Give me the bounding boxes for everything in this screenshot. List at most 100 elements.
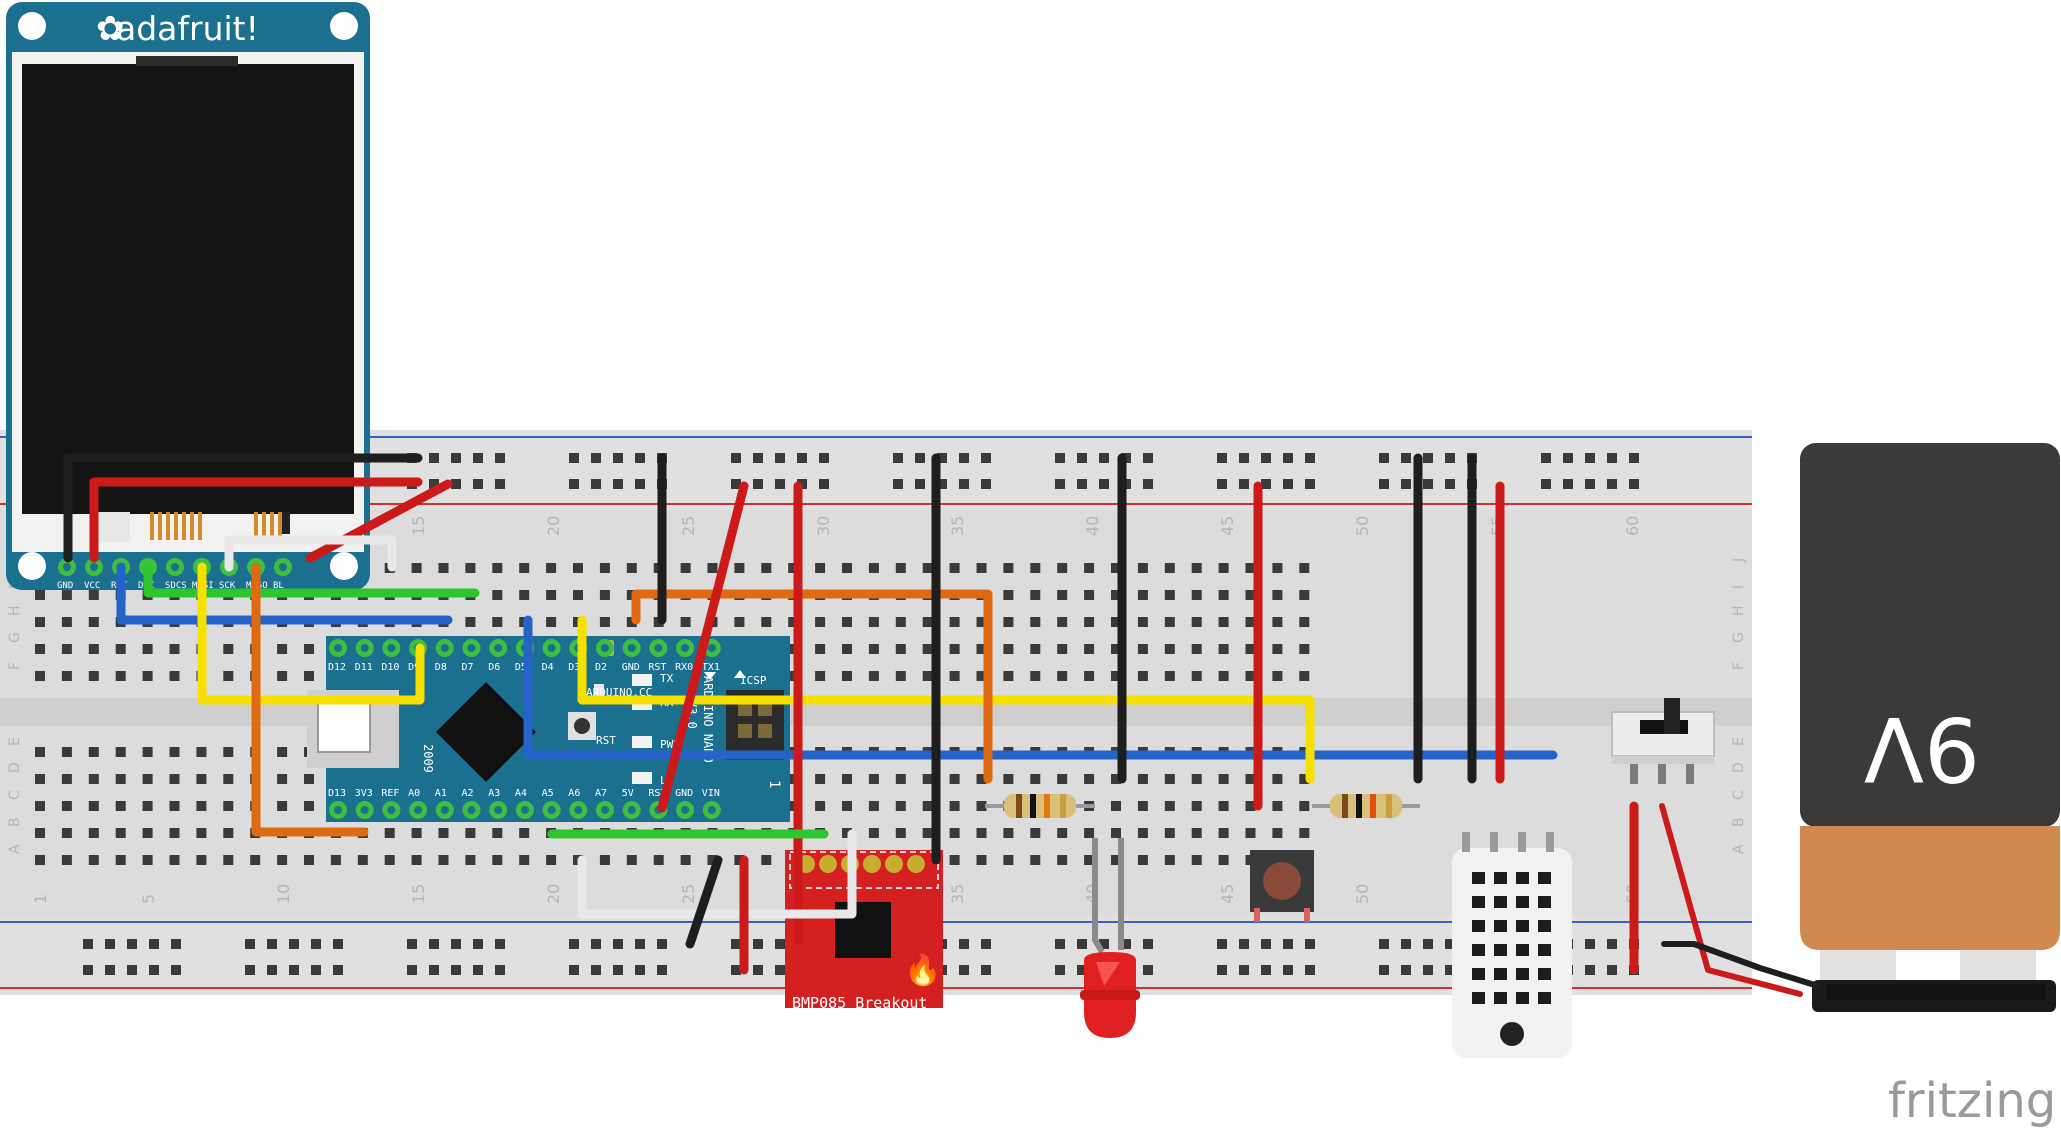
breadboard-hole (653, 855, 664, 865)
breadboard-hole (61, 747, 72, 757)
rail-hole (915, 453, 925, 463)
slide-switch (1611, 698, 1715, 784)
wire-black-battery (1661, 941, 1821, 989)
rail-hole (1379, 479, 1389, 489)
breadboard-hole (1111, 828, 1121, 838)
column-number: 45 (1218, 884, 1237, 904)
arduino-triangle-mark (704, 672, 716, 680)
column-number: 60 (1623, 516, 1642, 536)
breadboard-hole (680, 617, 691, 627)
rail-hole (429, 965, 439, 975)
breadboard-hole (1003, 855, 1014, 865)
breadboard-hole (546, 855, 557, 865)
arduino-top-pin-label: D12 (328, 662, 346, 673)
tft-pin-label: BL (273, 581, 284, 591)
arduino-top-pin-label: D6 (488, 662, 500, 673)
rail-hole (981, 965, 991, 975)
breadboard-hole (1272, 671, 1283, 681)
rail-hole (959, 479, 969, 489)
tft-screen-tab (136, 56, 238, 66)
breadboard-hole (1057, 563, 1068, 573)
wire-red-diag (657, 481, 749, 813)
breadboard-hole (1191, 828, 1202, 838)
rail-hole (1401, 939, 1411, 949)
rail-hole (1585, 939, 1595, 949)
rail-hole (495, 453, 505, 463)
arduino-top-pin-label: D7 (462, 662, 474, 673)
breadboard-hole (1191, 644, 1202, 654)
breadboard-hole (35, 801, 45, 811)
row-letter: A (7, 844, 23, 854)
breadboard-hole (1299, 828, 1310, 838)
breadboard-hole (1003, 671, 1014, 681)
battery-label: 9V (1864, 697, 1980, 800)
breadboard-hole (842, 671, 852, 681)
rail-hole (1563, 479, 1573, 489)
breadboard-hole (61, 774, 72, 784)
row-letter: I (1731, 585, 1747, 589)
rail-hole (1379, 939, 1389, 949)
arduino-bottom-pin-label: VIN (702, 788, 720, 799)
tft-pin-label: SCK (219, 581, 236, 591)
rail-hole (1099, 479, 1109, 489)
rail-hole (613, 479, 623, 489)
rail-hole (289, 939, 299, 949)
tft-mount-hole (18, 12, 46, 40)
breadboard-hole (788, 774, 799, 784)
breadboard-hole (842, 801, 852, 811)
column-number: 15 (409, 516, 428, 536)
breadboard-hole (788, 644, 799, 654)
rail-hole (1629, 479, 1639, 489)
breadboard-hole (115, 774, 126, 784)
rail-hole (1055, 479, 1065, 489)
tft-pin-label: VCC (84, 581, 100, 591)
rail-hole (407, 965, 417, 975)
row-letter: F (1731, 662, 1747, 670)
breadboard-hole (1191, 774, 1202, 784)
rail-hole (311, 939, 321, 949)
rail-hole (1563, 453, 1573, 463)
wire-black-lower (685, 855, 723, 949)
breadboard-hole (922, 617, 933, 627)
breadboard-hole (196, 774, 207, 784)
breadboard-hole (304, 855, 314, 865)
row-letter: C (7, 790, 23, 800)
breadboard-hole (1218, 774, 1229, 784)
breadboard-hole (1218, 828, 1229, 838)
rail-hole (1143, 453, 1153, 463)
breadboard-hole (922, 671, 933, 681)
wire-white-miso (224, 535, 397, 572)
rail-hole (1305, 479, 1315, 489)
rail-hole (731, 453, 741, 463)
rail-hole (1305, 939, 1315, 949)
breadboard-hole (1003, 828, 1014, 838)
breadboard-hole (492, 590, 503, 600)
column-number: 35 (948, 884, 967, 904)
breadboard-hole (842, 617, 852, 627)
breadboard-hole (1030, 563, 1041, 573)
breadboard-hole (465, 828, 476, 838)
breadboard-hole (1111, 590, 1121, 600)
rail-hole (1445, 479, 1455, 489)
arduino-bottom-pin-label: GND (675, 788, 693, 799)
breadboard-hole (169, 774, 180, 784)
arduino-top-pin-label: RST (648, 662, 666, 673)
tft-mount-hole (18, 552, 46, 580)
arduino-bottom-pin-label: 3V3 (355, 788, 373, 799)
breadboard-hole (815, 644, 826, 654)
breadboard-hole (115, 801, 126, 811)
rail-hole (981, 453, 991, 463)
breadboard-hole (1164, 828, 1175, 838)
arduino-rst-label: RST (596, 734, 616, 747)
arduino-top-pin-label: D10 (381, 662, 399, 673)
bmp-label: BMP085 Breakout (792, 994, 927, 1012)
rail-hole (591, 965, 601, 975)
row-letter: A (1731, 844, 1747, 854)
breadboard-hole (35, 828, 45, 838)
breadboard-hole (1272, 644, 1283, 654)
rail-hole (245, 939, 255, 949)
breadboard-hole (169, 855, 180, 865)
breadboard-hole (1030, 617, 1041, 627)
breadboard-hole (1164, 671, 1175, 681)
rail-hole (451, 939, 461, 949)
